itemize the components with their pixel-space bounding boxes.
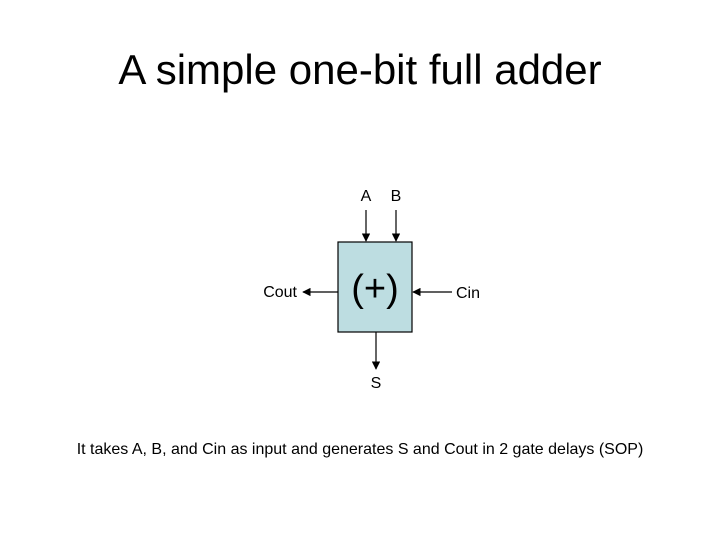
slide-title: A simple one-bit full adder (118, 46, 602, 93)
output-s-label: S (371, 375, 382, 392)
input-b-label: B (391, 188, 402, 205)
input-a-label: A (361, 188, 372, 205)
caption: It takes A, B, and Cin as input and gene… (76, 441, 644, 458)
output-cout-label: Cout (263, 284, 297, 301)
adder-symbol: (+) (351, 268, 399, 310)
input-cin-label: Cin (456, 285, 480, 302)
adder-block (337, 241, 413, 333)
